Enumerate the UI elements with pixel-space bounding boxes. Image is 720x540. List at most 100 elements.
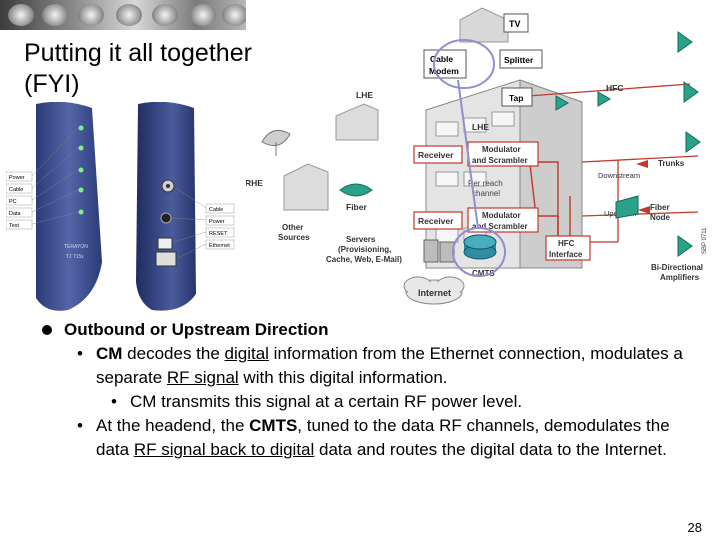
receiver-box-2: Receiver — [413, 211, 463, 230]
downstream-label: Downstream — [598, 171, 640, 180]
svg-text:Receiver: Receiver — [418, 216, 454, 226]
internet-cloud-icon — [403, 276, 465, 305]
side-label-pc: PC — [9, 199, 17, 205]
sub-sub-bullet-mark: • — [111, 392, 117, 411]
led-test — [78, 209, 84, 215]
rhe-building — [283, 163, 329, 211]
sub-bullet-mark: • — [77, 344, 83, 363]
servers-icon — [423, 239, 455, 263]
fiber-node-icon — [615, 195, 639, 219]
svg-text:Modulator: Modulator — [482, 211, 521, 220]
header-banner-image — [0, 0, 246, 30]
bullet-outbound-heading: Outbound or Upstream Direction — [42, 318, 702, 342]
port-label-cable: Cable — [209, 207, 223, 213]
servers-label-1: Servers — [346, 235, 376, 244]
ethernet-port — [155, 251, 177, 267]
svg-text:and Scrambler: and Scrambler — [472, 156, 528, 165]
servers-label-2: (Provisioning, — [338, 245, 391, 254]
svg-text:Tap: Tap — [509, 93, 523, 103]
svg-text:Receiver: Receiver — [418, 150, 454, 160]
svg-text:Modulator: Modulator — [482, 145, 521, 154]
cable-modem-photo: TERAYON TJ 715x Power Cable PC Data Test… — [6, 102, 235, 311]
other-sources-label-2: Sources — [278, 233, 310, 242]
port-label-power: Power — [209, 219, 225, 225]
amplifier-icons — [555, 31, 701, 257]
side-label-power: Power — [9, 175, 25, 181]
side-label-cable: Cable — [9, 187, 23, 193]
fiber-label: Fiber — [346, 202, 367, 212]
fiber-node-label-2: Node — [650, 213, 671, 222]
rhe-label: RHE — [246, 178, 263, 188]
cmts-term: CMTS — [249, 416, 298, 435]
svg-text:Splitter: Splitter — [504, 55, 534, 65]
title-line-2: (FYI) — [24, 70, 80, 98]
modem-to-cmts-link — [457, 79, 479, 229]
bullet-cm-transmits: • CM transmits this signal at a certain … — [42, 390, 702, 414]
lhe-small-building — [335, 103, 379, 141]
modem-back-body — [136, 102, 196, 311]
satellite-dish-icon — [261, 129, 291, 156]
title-line-1: Putting it all together — [24, 39, 252, 67]
cm-term: CM — [96, 344, 123, 363]
hfc-label: HFC — [606, 83, 623, 93]
digital-term: digital — [224, 344, 269, 363]
modem-model: TJ 715x — [66, 254, 84, 260]
splitter-box: Splitter — [499, 49, 543, 69]
per-reach-label-1: Per reach — [468, 179, 503, 188]
cable-modem-box: Cable Modem — [423, 49, 467, 79]
amplifiers-label-1: Bi-Directional — [651, 263, 703, 272]
svg-text:Interface: Interface — [549, 250, 583, 259]
lhe-top-label: LHE — [356, 90, 373, 100]
port-label-ethernet: Ethernet — [209, 243, 230, 249]
page-number: 28 — [687, 520, 702, 535]
fiber-icon — [339, 183, 373, 197]
bullet-headend-cmts: • At the headend, the CMTS, tuned to the… — [77, 416, 670, 459]
fiber-node-label-1: Fiber — [650, 203, 670, 212]
rf-signal-term: RF signal — [166, 368, 239, 387]
svg-text:Modem: Modem — [429, 66, 459, 76]
diagram-code: SBP 0711 — [702, 227, 708, 254]
svg-text:TV: TV — [509, 19, 521, 29]
svg-text:and Scrambler: and Scrambler — [472, 222, 528, 231]
slide-title: Putting it all together (FYI) — [24, 38, 252, 100]
per-reach-label-2: channel — [472, 189, 500, 198]
modulator-box-1: Modulator and Scrambler — [467, 141, 539, 167]
svg-text:Cable: Cable — [430, 54, 453, 64]
cmts-router-icon — [463, 234, 497, 260]
receiver-box-1: Receiver — [413, 145, 463, 164]
sub-bullet-mark: • — [77, 416, 83, 435]
hfc-interface-box: HFC Interface — [545, 235, 591, 261]
port-label-reset: RESET — [209, 231, 228, 237]
led-cable — [78, 145, 84, 151]
trunks-label: Trunks — [658, 159, 685, 168]
svg-text:HFC: HFC — [558, 239, 575, 248]
hfc-network-diagram: Receiver Modulator and Scrambler Per rea… — [246, 7, 708, 305]
side-label-data: Data — [9, 211, 22, 217]
led-pc — [78, 167, 84, 173]
cable-modem-highlight — [433, 39, 495, 89]
reset-port — [157, 237, 173, 250]
side-label-test: Test — [9, 223, 20, 229]
modem-port-labels: Cable Power RESET Ethernet — [171, 187, 235, 259]
home-icon — [459, 7, 509, 43]
amplifiers-label-2: Amplifiers — [660, 273, 700, 282]
led-data — [78, 187, 84, 193]
bullet-dot — [42, 325, 52, 335]
lhe-building-label: LHE — [472, 122, 489, 132]
tap-box: Tap — [501, 87, 533, 107]
modem-front-body — [36, 102, 102, 311]
power-port — [160, 212, 172, 224]
other-sources-label-1: Other — [282, 223, 303, 232]
rf-to-digital-term: RF signal back to digital — [133, 440, 315, 459]
tv-box: TV — [503, 13, 529, 33]
internet-label: Internet — [418, 288, 451, 298]
bullet-cm-decodes: • CM decodes the digital information fro… — [77, 344, 683, 387]
cmts-label: CMTS — [472, 269, 495, 278]
cmts-highlight — [452, 227, 506, 277]
bullet-list: Outbound or Upstream Direction • CM deco… — [42, 318, 702, 462]
modem-side-labels: Power Cable PC Data Test — [6, 127, 79, 230]
bullet-heading-text: Outbound or Upstream Direction — [64, 320, 329, 339]
servers-label-3: Cache, Web, E-Mail) — [326, 255, 402, 264]
led-power — [78, 125, 84, 131]
modem-brand: TERAYON — [64, 244, 88, 250]
